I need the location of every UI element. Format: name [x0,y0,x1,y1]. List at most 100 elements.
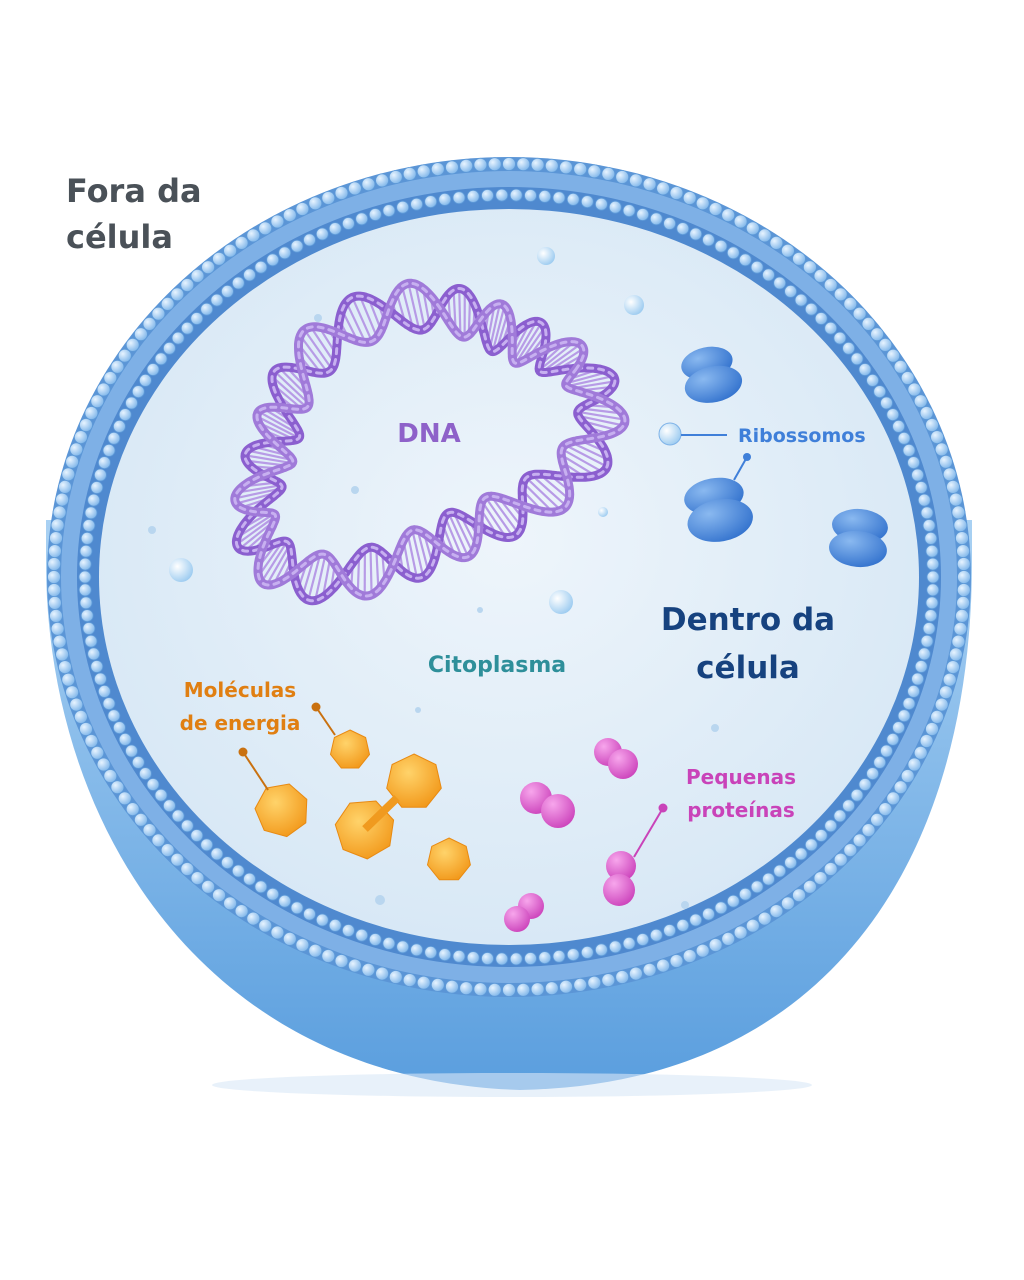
membrane-bead [79,418,93,432]
membrane-bead [738,887,752,901]
membrane-bead [721,932,736,946]
membrane-bead [803,260,817,275]
dna-backbone-highlight [234,287,617,603]
membrane-bead [907,382,922,397]
membrane-bead [714,901,728,915]
membrane-bead [90,481,104,494]
membrane-bead [642,962,657,977]
membrane-bead [113,419,126,433]
dna-base-pair [491,305,506,352]
membrane-bead [530,157,545,172]
protein [504,893,544,932]
membrane-bead [308,196,323,211]
dna-base-pair [484,496,514,538]
membrane-bead [656,958,670,973]
membrane-bead [328,222,342,236]
vesicle [375,895,385,905]
membrane-bead [69,697,84,712]
membrane-bead [516,157,531,172]
membrane-bead [917,493,931,507]
membrane-bead [131,756,145,769]
membrane-bead [270,214,285,229]
membrane-bead [595,943,608,957]
membrane-bead [125,744,138,758]
membrane-bead [341,217,355,230]
membrane-bead [833,809,847,823]
dna-base-pair [416,529,430,573]
membrane-bead [689,913,703,927]
membrane-bead [481,189,494,202]
membrane-bead [886,733,900,746]
dna-base-pair [452,512,474,554]
membrane-bead [823,862,838,876]
membrane-bead [920,506,934,520]
membrane-bead [955,531,969,545]
vesicle [537,247,555,265]
membrane-bead [90,660,104,673]
membrane-bead [47,557,62,571]
membrane-bead [151,833,166,848]
membrane-bead [146,778,160,791]
energy-molecules-group [238,702,471,881]
membrane-bead [96,382,111,397]
membrane-bead [870,812,884,827]
dna-base-pair [257,540,284,577]
dna-base-pair [488,303,501,350]
vesicles [148,247,719,909]
membrane-bead [315,227,329,241]
membrane-bead [676,222,690,236]
membrane-bead [452,191,466,205]
membrane-bead [103,769,118,783]
vesicle [148,526,156,534]
membrane-bead [375,173,390,188]
membrane-bead [368,933,382,946]
dna-base-pair [414,283,426,330]
membrane-bead [266,253,280,267]
membrane-bead [459,158,474,173]
membrane-bead [842,799,855,813]
dna-base-pair [307,554,322,601]
membrane-bead [850,788,864,802]
membrane-bead [254,260,268,274]
membrane-bead [78,583,92,597]
dna-base-pair [512,320,538,362]
membrane-bead [757,228,772,243]
membrane-bead [907,456,920,470]
membrane-bead [926,583,940,597]
membrane-bead [315,913,329,927]
membrane-bead [769,904,784,918]
membrane-bead [90,394,105,409]
membrane-bead [745,221,760,236]
membrane-bead [266,887,280,901]
membrane-bead [878,802,893,816]
membrane-bead [516,982,531,997]
membrane-bead [913,394,928,409]
membrane-bead [347,958,362,973]
membrane-bead [341,924,355,937]
membrane-bead [258,918,273,933]
vesicle [711,724,719,732]
membrane-bead [79,596,93,610]
membrane-bead [951,505,966,520]
membrane-bead [573,978,588,992]
membrane-bead [495,188,509,202]
energy-bond [362,795,400,832]
membrane-bead [445,160,459,175]
membrane-bead [922,519,936,532]
membrane-bead [914,660,928,673]
membrane-bead [524,189,537,202]
membrane-bead [52,634,67,649]
membrane-bead [402,973,417,987]
membrane-bead [939,685,953,700]
membrane-bead [180,278,195,292]
membrane-bead [843,296,858,311]
membrane-bead [154,788,168,802]
membrane-bead [886,791,901,806]
membrane-bead [769,235,784,250]
membrane-bead [47,570,61,584]
membrane-bead [682,949,697,963]
membrane-bead [733,214,748,229]
membrane-bead [430,978,445,992]
membrane-bead [925,544,939,558]
membrane-bead [814,312,828,325]
